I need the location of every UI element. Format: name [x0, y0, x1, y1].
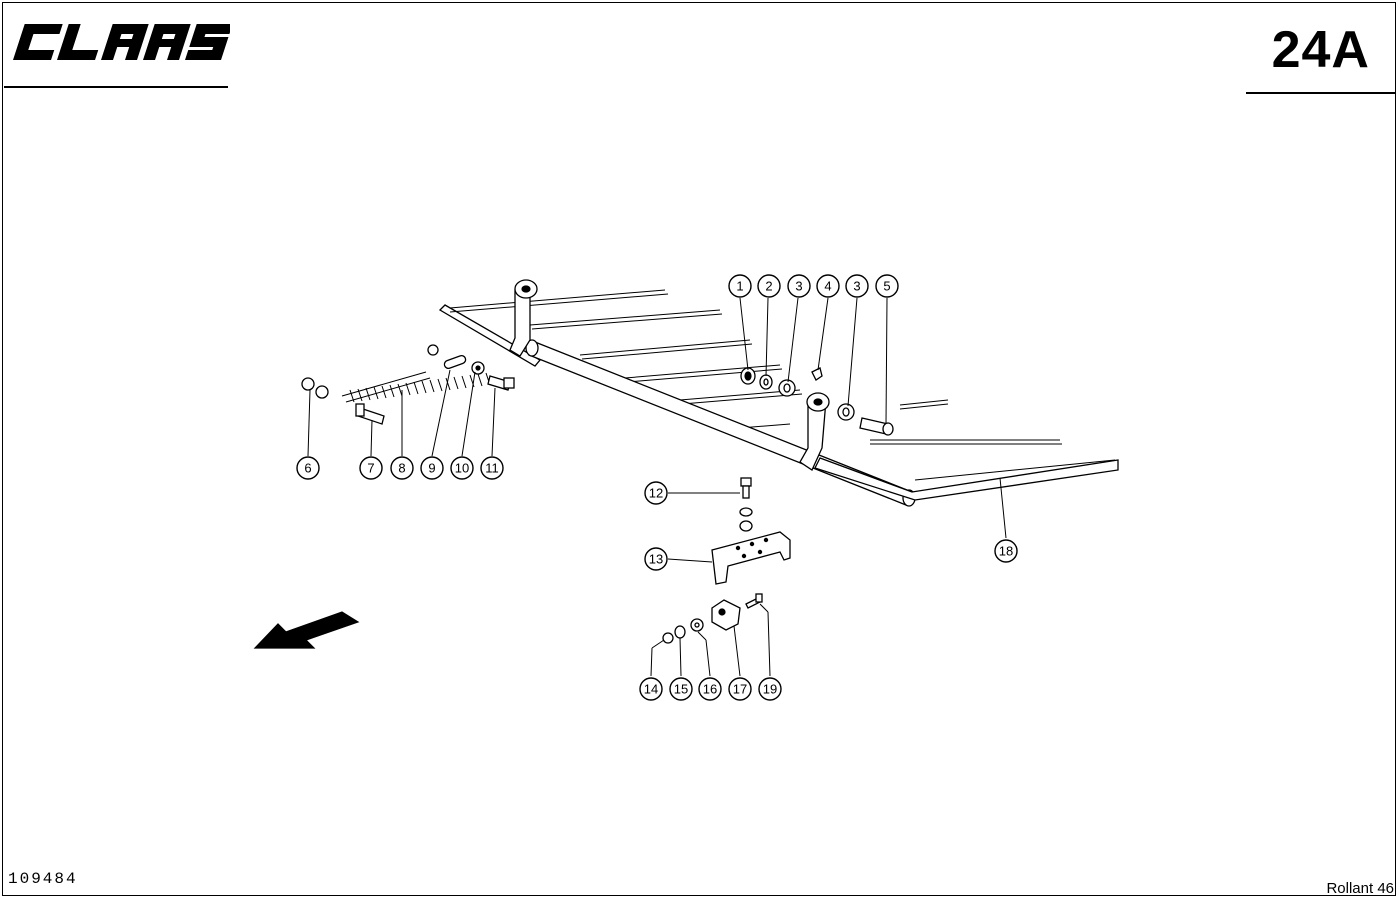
page-code: 24A	[1271, 21, 1370, 79]
nut-part-6	[301, 377, 329, 399]
nut-part-14	[662, 632, 674, 644]
bushing-part-1	[740, 367, 756, 385]
tine-rail-rear	[438, 289, 1062, 445]
callout-15: 15	[669, 677, 693, 701]
sleeve-part-3a	[778, 379, 796, 397]
model-name: Rollant 46	[1326, 880, 1394, 897]
callout-label: 5	[883, 279, 890, 294]
link-part-9	[427, 344, 467, 370]
callout-7: 7	[359, 456, 383, 480]
pin-part-5	[859, 417, 894, 436]
sleeve-part-3b	[837, 403, 855, 421]
bolt-part-7	[355, 403, 385, 425]
callout-3-second: 3	[845, 274, 869, 298]
leader-lines	[307, 297, 1007, 677]
callout-label: 8	[398, 461, 405, 476]
header-rule-right	[1246, 92, 1396, 94]
callout-label: 19	[763, 682, 777, 697]
callout-8: 8	[390, 456, 414, 480]
callout-13: 13	[644, 547, 668, 571]
washer-part-15	[674, 625, 686, 639]
callout-2: 2	[757, 274, 781, 298]
washer-part-10	[471, 361, 485, 375]
callout-5: 5	[875, 274, 899, 298]
spring-part-8	[341, 371, 491, 403]
callout-label: 2	[765, 279, 772, 294]
washer-part-16	[690, 618, 704, 632]
callout-label: 12	[649, 486, 663, 501]
callout-label: 7	[367, 461, 374, 476]
screw-part-19	[745, 593, 763, 609]
callout-label: 17	[733, 682, 747, 697]
callout-17: 17	[728, 677, 752, 701]
callout-label: 3	[795, 279, 802, 294]
callout-label: 9	[428, 461, 435, 476]
callout-label: 13	[649, 552, 663, 567]
bolt-part-11	[487, 375, 515, 391]
direction-arrow	[253, 611, 360, 649]
callout-label: 14	[644, 682, 658, 697]
tine-rail-front	[814, 457, 1119, 501]
callout-10: 10	[450, 456, 474, 480]
callout-3: 3	[787, 274, 811, 298]
callout-4: 4	[816, 274, 840, 298]
drawing-number: 109484	[8, 870, 78, 888]
callout-label: 16	[703, 682, 717, 697]
claas-logo	[8, 20, 230, 64]
bolt-part-12	[740, 477, 752, 499]
callout-18: 18	[994, 539, 1018, 563]
callout-label: 3	[853, 279, 860, 294]
grease-nipple-part-4	[811, 367, 823, 381]
bracket-part-13	[711, 531, 791, 585]
washer-nut-stack	[739, 507, 753, 532]
header-rule-left	[4, 86, 228, 88]
callout-16: 16	[698, 677, 722, 701]
callout-6: 6	[296, 456, 320, 480]
callout-12: 12	[644, 481, 668, 505]
callout-label: 4	[824, 279, 831, 294]
callout-11: 11	[480, 456, 504, 480]
callout-14: 14	[639, 677, 663, 701]
callout-19: 19	[758, 677, 782, 701]
callout-9: 9	[420, 456, 444, 480]
callout-label: 11	[485, 461, 499, 476]
callout-label: 10	[455, 461, 469, 476]
arm-bracket-right	[799, 392, 830, 471]
callout-1: 1	[728, 274, 752, 298]
washer-part-2	[759, 374, 773, 390]
arm-bracket-left	[509, 279, 538, 357]
callout-label: 15	[674, 682, 688, 697]
block-part-17	[711, 599, 741, 631]
claas-logo-graphic	[13, 24, 230, 60]
callout-label: 18	[999, 544, 1013, 559]
callout-label: 6	[304, 461, 311, 476]
callout-label: 1	[736, 279, 743, 294]
